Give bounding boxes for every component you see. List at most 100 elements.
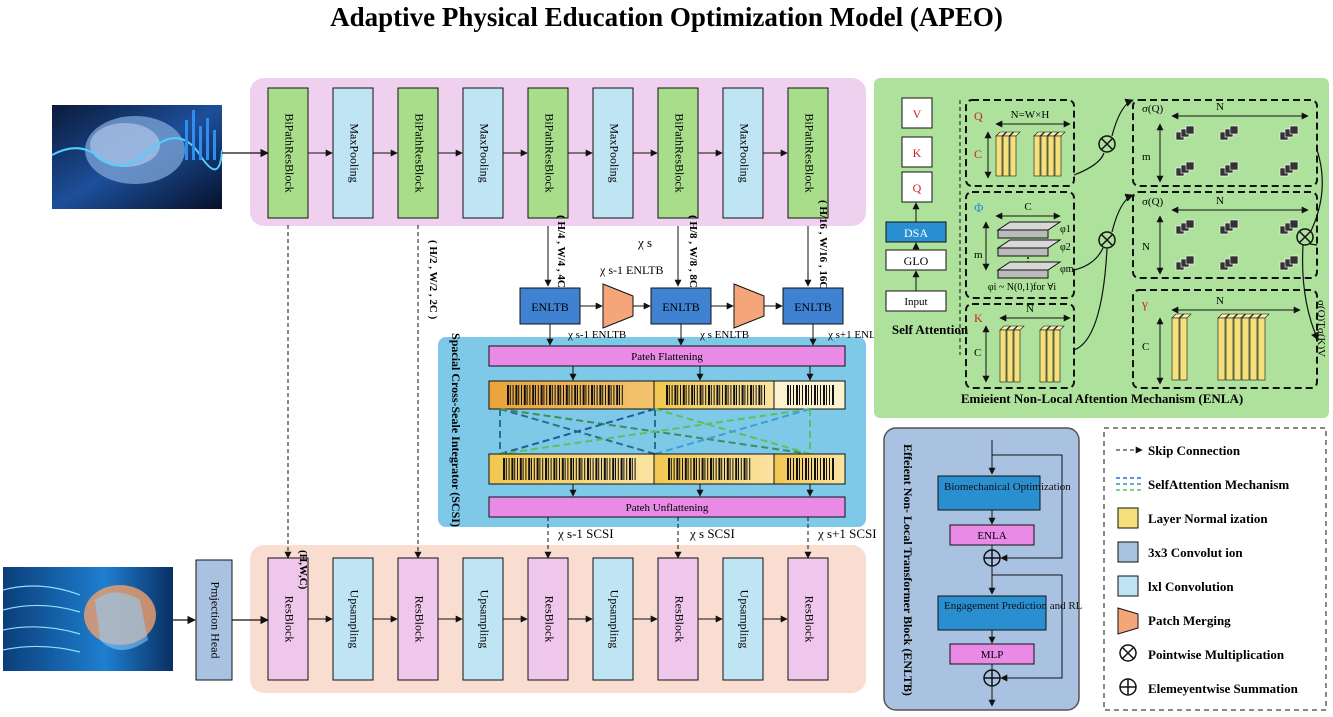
phi-group [965, 191, 1075, 299]
barcode-mark [528, 458, 531, 480]
decoder-block-label-3: ResBlock [412, 596, 426, 643]
tensor-slice [1009, 135, 1017, 177]
enltb-label-3: ENLTB [794, 300, 832, 314]
barcode-mark [609, 458, 611, 480]
barcode-mark [687, 458, 689, 480]
brain-image-top [51, 105, 223, 209]
barcode-mark [793, 458, 794, 480]
tensor-slice [1047, 135, 1055, 177]
barcode-mark [540, 385, 543, 405]
encoder-block-label-1: BiPathResBlock [282, 113, 296, 192]
decoder-block-label-7: ResBlock [672, 596, 686, 643]
encoder-block-label-3: BiPathResBlock [412, 113, 426, 192]
self-attention-label: Self Attention [892, 322, 969, 337]
barcode-mark [805, 385, 807, 405]
legend-label-skip: Skip Connection [1148, 443, 1241, 458]
cube-mark [1185, 125, 1195, 135]
cube-mark [1229, 161, 1239, 171]
barcode-mark [724, 458, 725, 480]
enla-caption: Emieient Non-Local Aftention Mechanism (… [961, 391, 1243, 406]
barcode-mark [603, 458, 606, 480]
legend-patch-merging-icon [1117, 607, 1139, 635]
feature-strip-bottom [503, 458, 834, 480]
barcode-mark [565, 385, 568, 405]
tensor-slice [1179, 317, 1188, 381]
barcode-mark [823, 385, 825, 405]
barcode-mark [820, 458, 821, 480]
barcode-mark [696, 458, 697, 480]
barcode-mark [514, 458, 516, 480]
barcode-mark [613, 385, 615, 405]
cube-mark [1229, 255, 1239, 265]
q-group [965, 99, 1075, 187]
legend-selfattn-icon [1116, 477, 1142, 491]
barcode-mark [607, 385, 610, 405]
barcode-mark [634, 458, 636, 480]
barcode-mark [802, 458, 803, 480]
decoder-block-9 [787, 557, 829, 681]
barcode-mark [557, 385, 560, 405]
barcode-mark [505, 458, 507, 480]
cube-mark [1229, 125, 1239, 135]
barcode-mark [564, 458, 566, 480]
barcode-mark [826, 385, 827, 405]
cube-mark [1289, 161, 1299, 171]
enltb-block-1 [519, 287, 581, 325]
biomechanical-optimization-box [937, 475, 1041, 511]
barcode-mark [536, 458, 539, 480]
barcode-mark [547, 458, 549, 480]
k-c-label: C [974, 347, 981, 359]
barcode-mark [601, 458, 602, 480]
barcode-mark [610, 385, 612, 405]
barcode-mark [578, 458, 581, 480]
phi-label: Φ [974, 200, 984, 215]
dsa-label: DSA [904, 226, 928, 240]
barcode-mark [732, 458, 734, 480]
barcode-mark [716, 385, 719, 405]
barcode-mark [598, 458, 600, 480]
encoder-block-label-6: MaxPooling [607, 123, 621, 182]
barcode-mark [571, 385, 573, 405]
barcode-mark [677, 385, 679, 405]
engagement-prediction-label: Engagement Prediction and RL [944, 600, 1083, 612]
cube-mark [1289, 255, 1299, 265]
barcode-mark [512, 385, 514, 405]
barcode-mark [814, 385, 816, 405]
phi-m-label: m [974, 249, 983, 261]
decoder-block-label-5: ResBlock [542, 596, 556, 643]
barcode-mark [694, 385, 695, 405]
barcode-mark [743, 458, 746, 480]
barcode-mark [730, 385, 732, 405]
dim-label-8c: ( H/8 , W/8 , 8C) [687, 215, 699, 292]
barcode-mark [713, 385, 715, 405]
barcode-mark [612, 458, 615, 480]
pointwise-mult-icon-1 [1098, 135, 1116, 153]
chi-enltb-top: χ s-1 ENLTB [599, 263, 664, 277]
sigma-n-label-2: N [1216, 195, 1224, 207]
barcode-mark [684, 458, 687, 480]
barcode-mark [696, 385, 698, 405]
barcode-mark [582, 385, 585, 405]
barcode-mark [517, 458, 518, 480]
barcode-mark [702, 385, 704, 405]
barcode-mark [705, 385, 707, 405]
barcode-mark [537, 385, 539, 405]
barcode-mark [588, 385, 590, 405]
encoder-block-label-8: MaxPooling [737, 123, 751, 182]
decoder-block-label-6: Upsampling [607, 590, 621, 649]
barcode-mark [507, 385, 509, 405]
tensor-slice [1217, 317, 1226, 381]
barcode-mark [545, 458, 547, 480]
input-label: Input [904, 296, 927, 308]
barcode-mark [679, 458, 681, 480]
self-attention-lines [499, 408, 811, 455]
barcode-mark [550, 458, 552, 480]
legend-label-conv1: lxl Convolution [1148, 579, 1234, 594]
tensor-slice [1233, 317, 1242, 381]
barcode-mark [790, 385, 791, 405]
barcode-mark [832, 458, 834, 480]
barcode-mark [802, 385, 803, 405]
barcode-mark [682, 458, 683, 480]
barcode-mark [682, 385, 685, 405]
barcode-mark [668, 385, 670, 405]
